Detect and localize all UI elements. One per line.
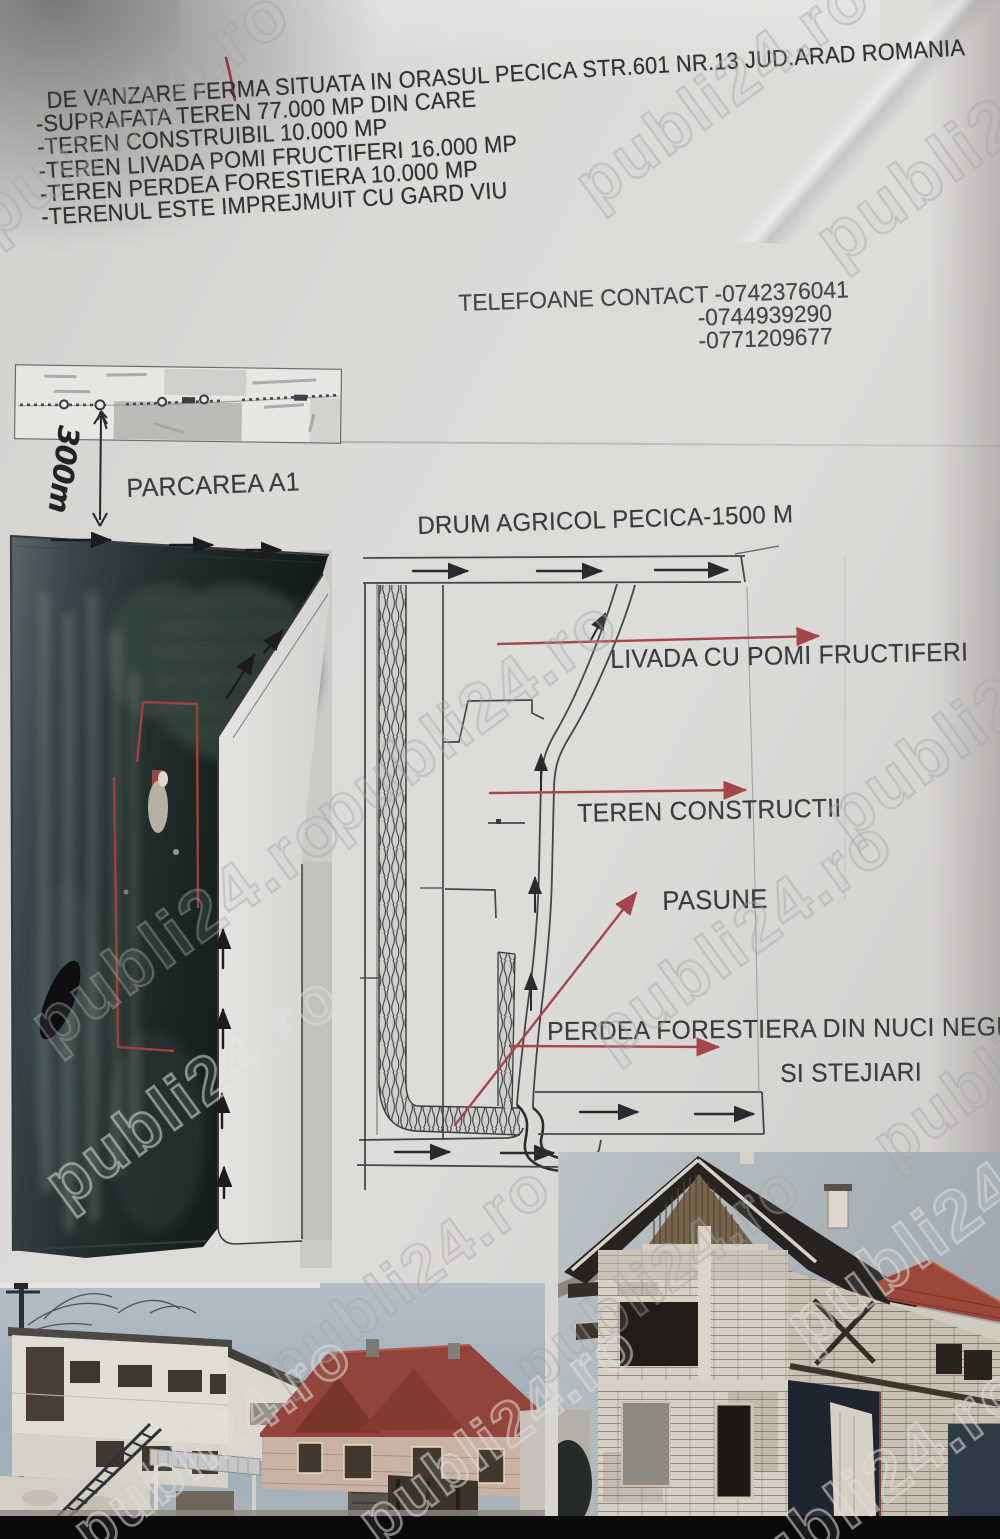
forest-belt-hatch <box>378 585 521 1136</box>
road-direction-arrows <box>524 612 606 1011</box>
bottom-road-arrows <box>393 1103 756 1162</box>
house-walls <box>598 1226 1000 1516</box>
drawn-arrows <box>50 532 284 1200</box>
road-arrows <box>411 561 730 580</box>
red-outline <box>112 700 200 1053</box>
sketch-top-road <box>362 545 780 584</box>
parking-label: PARCAREA A1 <box>126 466 301 503</box>
forest-belt-label-line1: PERDEA FORESTIERA DIN NUCI NEGR <box>547 1011 1000 1046</box>
map-blurred-text <box>44 373 317 434</box>
unfinished-house-photo <box>558 1152 1000 1516</box>
map-markers <box>58 394 210 411</box>
ladder <box>56 1422 163 1516</box>
pencil-guide-line <box>330 440 1000 448</box>
red-pen-mark <box>224 56 237 102</box>
aerial-photo <box>9 532 332 1268</box>
inner-boundaries <box>360 585 545 1140</box>
land-sketch <box>356 545 846 1190</box>
forest-belt-label-line2: SI STEJIARI <box>780 1056 923 1088</box>
road-label: DRUM AGRICOL PECICA-1500 M <box>417 500 794 540</box>
photo-black-strip <box>0 1516 1000 1539</box>
s-curve <box>516 1104 574 1174</box>
red-roof-house <box>260 1339 545 1516</box>
map-cutout <box>13 364 343 444</box>
pasture-label: PASUNE <box>662 883 768 916</box>
contact-block: TELEFOANE CONTACT -0742376041 -074493929… <box>458 276 851 361</box>
distance-arrow <box>92 412 108 527</box>
listing-title-block: DE VANZARE FERMA SITUATA IN ORASUL PECIC… <box>34 34 972 229</box>
awning <box>149 1448 261 1516</box>
construction-label: TEREN CONSTRUCTII <box>577 792 842 828</box>
aerial-texture <box>26 582 321 1233</box>
red-annotation-arrows <box>453 626 821 1127</box>
farm-buildings-photo <box>0 1283 545 1516</box>
